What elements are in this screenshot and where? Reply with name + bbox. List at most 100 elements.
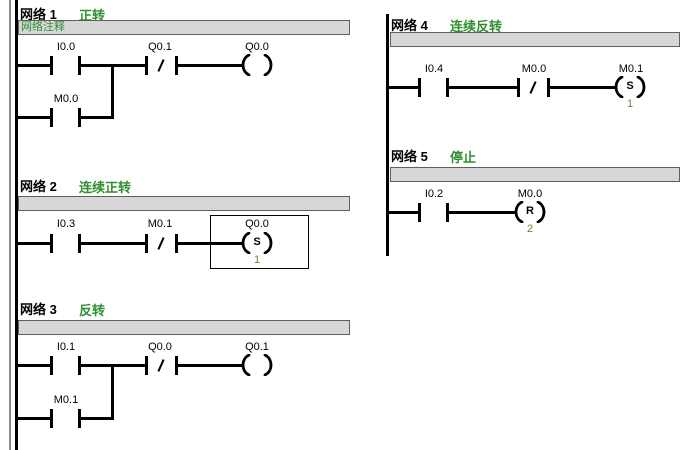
wire bbox=[111, 364, 114, 420]
contact-bar bbox=[50, 234, 53, 253]
n5-coil-M0.0-label[interactable]: M0.0 bbox=[517, 188, 543, 200]
n4-contact-I0.4[interactable] bbox=[418, 78, 449, 97]
n5-coil-M0.0-reset[interactable]: R 2 bbox=[510, 201, 550, 235]
n1-contact-I0.0[interactable] bbox=[50, 56, 81, 75]
power-rail-right bbox=[386, 14, 389, 256]
n5-contact-I0.2[interactable] bbox=[418, 203, 449, 222]
n1-coil-Q0.0-label[interactable]: Q0.0 bbox=[245, 41, 269, 53]
network-4-name[interactable]: 网络 4 bbox=[391, 18, 428, 33]
power-rail-left bbox=[15, 0, 18, 450]
wire bbox=[449, 211, 515, 214]
nc-slash-icon bbox=[529, 81, 537, 94]
network-5-title[interactable]: 停止 bbox=[450, 150, 477, 165]
network-3-name[interactable]: 网络 3 bbox=[20, 302, 57, 317]
n3-branch-M0.1[interactable] bbox=[50, 409, 81, 428]
wire bbox=[178, 364, 242, 367]
coil-operand[interactable]: 1 bbox=[253, 254, 261, 266]
wire bbox=[15, 242, 51, 245]
wire bbox=[81, 116, 114, 119]
contact-bar bbox=[175, 356, 178, 375]
wire bbox=[389, 86, 419, 89]
nc-slash-icon bbox=[157, 59, 165, 72]
network-4-title[interactable]: 连续反转 bbox=[450, 19, 503, 34]
wire bbox=[389, 211, 419, 214]
contact-bar bbox=[145, 234, 148, 253]
n3-contact-I0.1-label[interactable]: I0.1 bbox=[56, 341, 76, 353]
network-2-title[interactable]: 连续正转 bbox=[79, 180, 132, 195]
contact-bar bbox=[78, 56, 81, 75]
n2-contact-I0.3-label[interactable]: I0.3 bbox=[56, 218, 76, 230]
wire bbox=[15, 116, 51, 119]
contact-bar bbox=[175, 56, 178, 75]
network-1-name[interactable]: 网络 1 bbox=[20, 7, 57, 22]
coil-operand[interactable]: 1 bbox=[626, 98, 634, 110]
n1-coil-Q0.0[interactable] bbox=[237, 54, 277, 76]
contact-bar bbox=[175, 234, 178, 253]
contact-bar bbox=[78, 356, 81, 375]
n3-contact-Q0.0-label[interactable]: Q0.0 bbox=[148, 341, 172, 353]
n3-coil-Q0.1[interactable] bbox=[237, 354, 277, 376]
wire bbox=[15, 64, 51, 67]
n4-contact-M0.0-label[interactable]: M0.0 bbox=[521, 63, 547, 75]
network-1-title[interactable]: 正转 bbox=[79, 8, 106, 23]
n5-contact-I0.2-label[interactable]: I0.2 bbox=[424, 188, 444, 200]
n3-branch-M0.1-label[interactable]: M0.1 bbox=[53, 394, 79, 406]
n2-contact-M0.1-label[interactable]: M0.1 bbox=[147, 218, 173, 230]
contact-bar bbox=[418, 203, 421, 222]
network-5-comment[interactable] bbox=[390, 167, 680, 182]
n1-branch-M0.0[interactable] bbox=[50, 108, 81, 127]
n3-coil-Q0.1-label[interactable]: Q0.1 bbox=[245, 341, 269, 353]
n4-contact-M0.0-nc[interactable] bbox=[517, 78, 550, 97]
contact-bar bbox=[78, 108, 81, 127]
wire bbox=[15, 417, 51, 420]
n2-coil-Q0.0-set[interactable]: S 1 bbox=[237, 232, 277, 266]
n3-contact-I0.1[interactable] bbox=[50, 356, 81, 375]
coil-operand[interactable]: 2 bbox=[526, 223, 534, 235]
n2-contact-M0.1-nc[interactable] bbox=[145, 234, 178, 253]
contact-bar bbox=[446, 203, 449, 222]
contact-bar bbox=[50, 108, 53, 127]
contact-bar bbox=[145, 356, 148, 375]
n4-contact-I0.4-label[interactable]: I0.4 bbox=[424, 63, 444, 75]
n1-contact-Q0.1-nc[interactable] bbox=[145, 56, 178, 75]
wire bbox=[111, 64, 114, 119]
coil-symbol: R bbox=[526, 205, 534, 217]
n1-branch-M0.0-label[interactable]: M0.0 bbox=[53, 93, 79, 105]
pane-divider bbox=[9, 0, 11, 450]
wire bbox=[15, 364, 51, 367]
coil-arcs-icon bbox=[241, 232, 273, 254]
contact-bar bbox=[78, 234, 81, 253]
n4-coil-M0.1-label[interactable]: M0.1 bbox=[618, 63, 644, 75]
network-1-comment[interactable]: 网络注释 bbox=[18, 20, 350, 35]
coil-arcs-icon bbox=[514, 201, 546, 223]
network-5-name[interactable]: 网络 5 bbox=[391, 149, 428, 164]
network-4-comment[interactable] bbox=[390, 32, 680, 47]
contact-bar bbox=[145, 56, 148, 75]
network-2-name[interactable]: 网络 2 bbox=[20, 179, 57, 194]
coil-symbol: S bbox=[253, 236, 261, 248]
network-3-title[interactable]: 反转 bbox=[79, 303, 106, 318]
wire bbox=[449, 86, 518, 89]
contact-bar bbox=[418, 78, 421, 97]
n1-contact-Q0.1-label[interactable]: Q0.1 bbox=[148, 41, 172, 53]
wire bbox=[81, 242, 146, 245]
n2-coil-Q0.0-label[interactable]: Q0.0 bbox=[245, 218, 269, 230]
contact-bar bbox=[50, 356, 53, 375]
coil-symbol: S bbox=[626, 80, 634, 92]
coil-arcs-icon bbox=[241, 354, 273, 376]
n3-contact-Q0.0-nc[interactable] bbox=[145, 356, 178, 375]
network-2-comment[interactable] bbox=[18, 196, 350, 211]
nc-slash-icon bbox=[157, 237, 165, 250]
n4-coil-M0.1-set[interactable]: S 1 bbox=[610, 76, 650, 110]
n1-contact-I0.0-label[interactable]: I0.0 bbox=[56, 41, 76, 53]
contact-bar bbox=[50, 56, 53, 75]
coil-arcs-icon bbox=[241, 54, 273, 76]
network-3-comment[interactable] bbox=[18, 320, 350, 335]
contact-bar bbox=[50, 409, 53, 428]
wire bbox=[81, 417, 114, 420]
contact-bar bbox=[446, 78, 449, 97]
selection-box bbox=[210, 215, 309, 269]
n2-contact-I0.3[interactable] bbox=[50, 234, 81, 253]
contact-bar bbox=[517, 78, 520, 97]
